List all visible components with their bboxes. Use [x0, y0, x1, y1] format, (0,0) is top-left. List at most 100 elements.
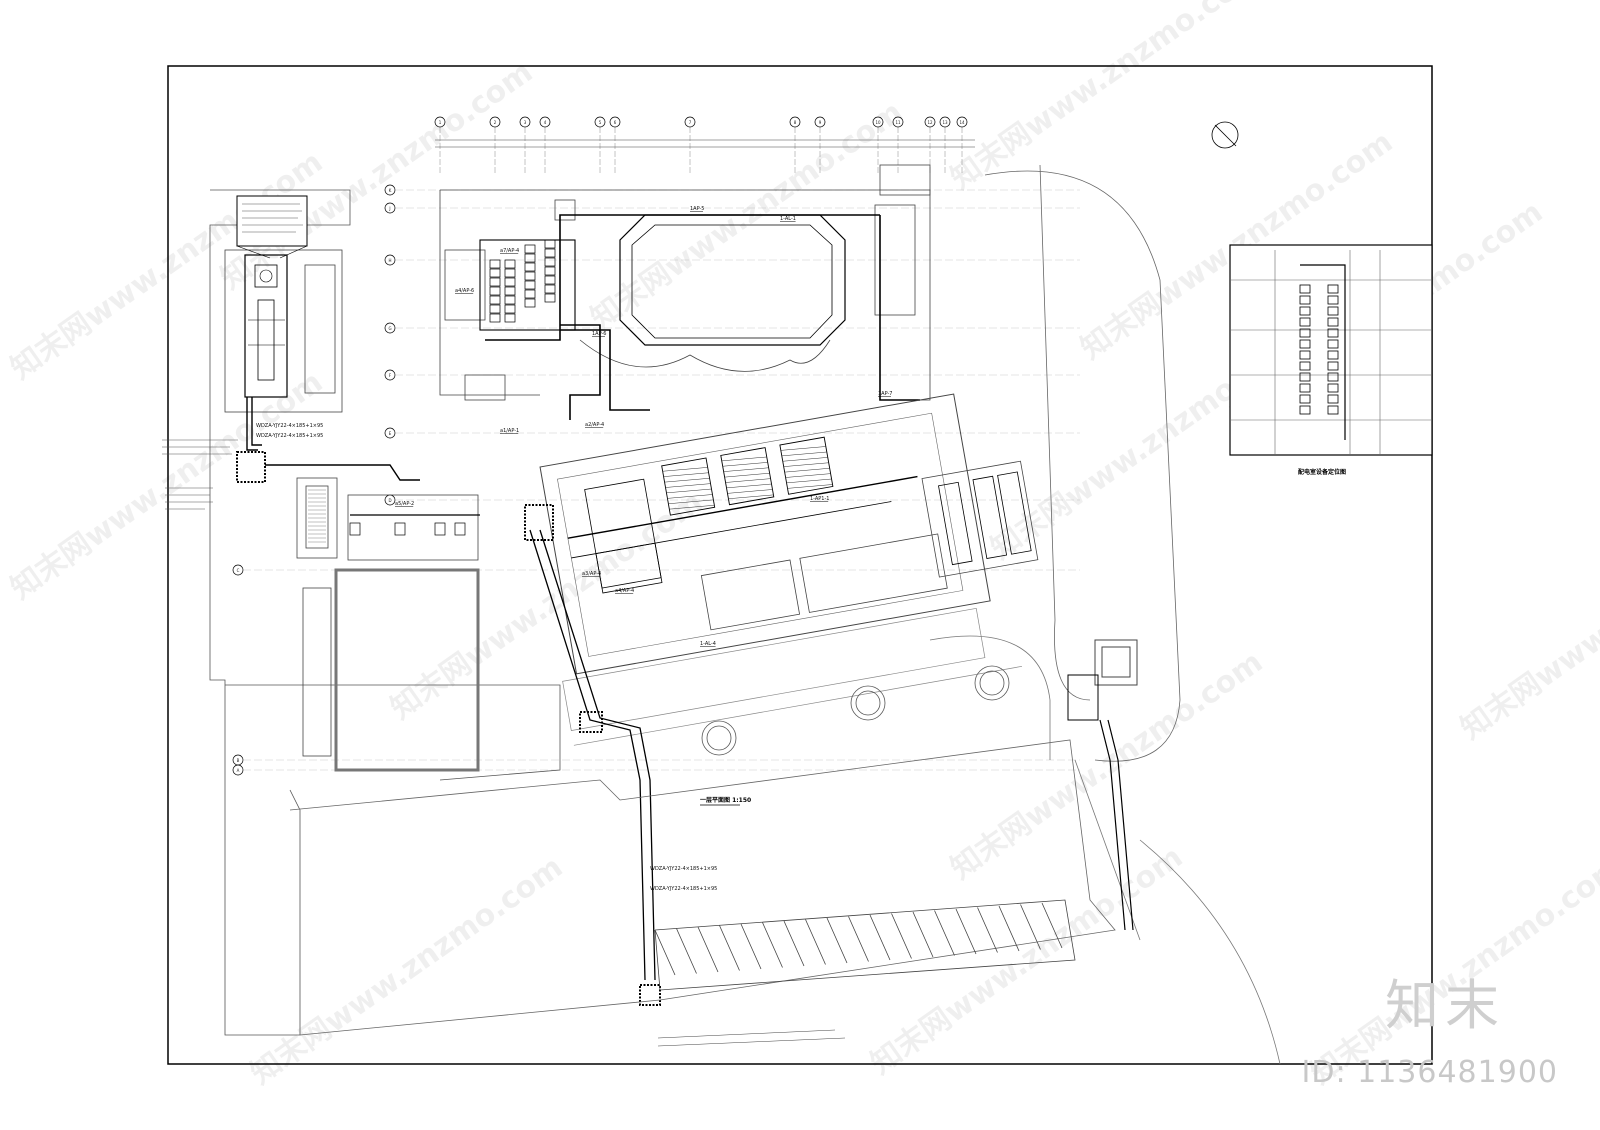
grid-bubble-top: 2 — [489, 116, 501, 175]
watermark-text: 知末网www.znzmo.com — [865, 840, 1190, 1082]
watermark-text: 知末网www.znzmo.com — [5, 145, 330, 387]
inset-cabinet — [1327, 383, 1339, 393]
grid-label: 2 — [494, 120, 497, 125]
cable-label-3: WDZA-YJY22-4×185+1×95 — [650, 866, 717, 872]
inset-cabinet — [1327, 328, 1339, 338]
grid-label: A — [237, 768, 240, 773]
switchgear-cabinet — [544, 257, 556, 267]
panel-label: 1-AP1-1 — [810, 496, 829, 502]
panel-label: a7/AP-4 — [500, 248, 519, 254]
grid-label: 5 — [599, 120, 602, 125]
cable-label-4: WDZA-YJY22-4×185+1×95 — [650, 886, 717, 892]
inset-cabinet — [1327, 361, 1339, 371]
cable-route-south — [529, 529, 656, 981]
central-wing — [539, 393, 1023, 746]
switchgear-cabinet — [524, 289, 536, 299]
access-road — [984, 170, 1181, 762]
inset-cabinet — [1327, 339, 1339, 349]
cable-label-2: WDZA-YJY22-4×185+1×95 — [256, 433, 323, 439]
switchgear-cabinet — [524, 244, 536, 254]
grid-label: C — [237, 568, 240, 573]
switchgear-cabinet — [544, 293, 556, 303]
inset-cabinet — [1299, 306, 1311, 316]
grid-bubble-top: 7 — [684, 116, 696, 175]
grid-label: 10 — [875, 120, 881, 125]
switchgear-cabinet — [504, 286, 516, 296]
cable-pit-end — [639, 984, 661, 1006]
switchgear-cabinet — [489, 268, 501, 278]
inset-cabinet — [1299, 372, 1311, 382]
inset-cabinet — [1299, 284, 1311, 294]
general-notes — [657, 1029, 846, 1047]
inset-cabinet — [1299, 350, 1311, 360]
watermark-text: 知末网www.znzmo.com — [5, 365, 330, 607]
grid-label: E — [389, 431, 392, 436]
grid-bubble-top: 1 — [434, 116, 446, 175]
grid-bubble-top: 11 — [892, 116, 904, 175]
grid-bubble-left: B — [232, 754, 1080, 766]
grid-bubble-left: H — [384, 254, 1080, 266]
switchgear-cabinet — [504, 259, 516, 269]
cable-label-1: WDZA-YJY22-4×185+1×95 — [256, 423, 323, 429]
switchgear-cabinet — [524, 262, 536, 272]
switchgear-cabinet — [489, 259, 501, 269]
cable-route-left — [246, 397, 420, 481]
parking-boundary — [289, 739, 1116, 1036]
switchgear-cabinet — [489, 304, 501, 314]
grid-label: 4 — [544, 120, 547, 125]
inset-title: 配电室设备定位图 — [1298, 468, 1346, 476]
inset-cabinet — [1327, 405, 1339, 415]
grid-bubble-left: J — [384, 202, 1080, 214]
watermark-text: 知末网www.znzmo.com — [245, 850, 570, 1092]
grid-bubble-top: 8 — [789, 116, 801, 175]
inset-cabinet — [1327, 350, 1339, 360]
grid-bubble-top: 4 — [539, 116, 551, 175]
grid-label: J — [388, 206, 390, 211]
grid-label: G — [388, 326, 391, 331]
plan-title: 一层平面图 1:150 — [700, 796, 751, 804]
switchgear-cabinet — [489, 313, 501, 323]
inset-cabinet — [1299, 339, 1311, 349]
panel-labels: a7/AP-4a4/AP-61AP-51-AL-11AP-6a1/AP-1a2/… — [395, 206, 893, 647]
switchgear-rows — [479, 239, 576, 331]
grid-label: K — [389, 188, 392, 193]
panel-label: 1-AL-1 — [780, 216, 796, 222]
cable-pit-south — [579, 711, 603, 733]
grid-label: 9 — [819, 120, 822, 125]
watermark-text: 知末网www.znzmo.com — [1455, 505, 1600, 747]
grid-label: H — [388, 258, 391, 263]
switchgear-cabinet — [504, 304, 516, 314]
switchgear-cabinet — [489, 295, 501, 305]
grid-label: 6 — [614, 120, 617, 125]
grid-bubble-top: 3 — [519, 116, 531, 175]
grid-bubble-top: 13 — [939, 116, 951, 175]
cable-pit-left — [236, 451, 266, 483]
landscape-circles — [701, 665, 1010, 756]
watermark-text: 知末网www.znzmo.com — [385, 485, 710, 727]
switchgear-cabinet — [524, 280, 536, 290]
panel-label: a2/AP-4 — [585, 422, 604, 428]
inset-cabinet — [1299, 361, 1311, 371]
grid-label: 12 — [927, 120, 933, 125]
grid-label: 1 — [439, 120, 442, 125]
grid-bubble-left: F — [384, 369, 1080, 381]
inset-cabinet — [1327, 284, 1339, 294]
panel-label: a4/AP-6 — [455, 288, 474, 294]
grid-bubble-top: 9 — [814, 116, 826, 175]
switchgear-cabinet — [504, 277, 516, 287]
inset-cabinet — [1299, 405, 1311, 415]
inset-cabinet — [1299, 317, 1311, 327]
brand-logo: 知末 — [1385, 974, 1505, 1037]
main-building — [439, 164, 931, 401]
switchgear-cabinet — [544, 275, 556, 285]
inset-cabinet — [1299, 383, 1311, 393]
image-id: ID: 1136481900 — [1301, 1055, 1558, 1090]
panel-label: a4/AP-4 — [615, 588, 634, 594]
stair-core — [296, 477, 338, 559]
panel-label: a1/AP-1 — [500, 428, 519, 434]
panel-label: 1AP-5 — [690, 206, 705, 212]
inset-cabinet — [1299, 328, 1311, 338]
inset-cabinet — [1327, 317, 1339, 327]
sheet-border — [167, 65, 1433, 1065]
